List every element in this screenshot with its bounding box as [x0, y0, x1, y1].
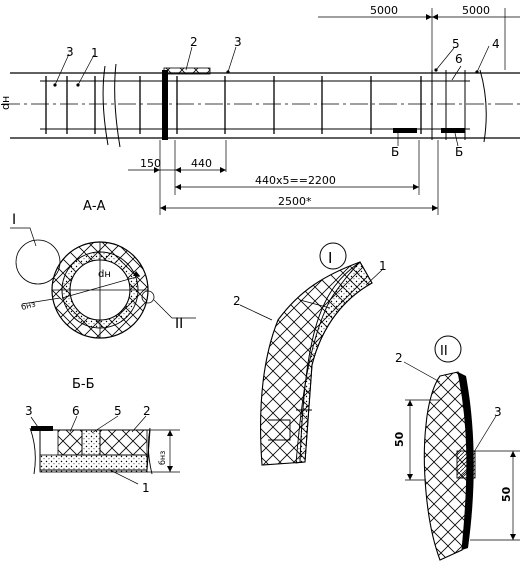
callout-3b: 3	[234, 35, 242, 49]
cut-mark-b2: Б	[455, 145, 463, 159]
callout-5b: 5	[114, 404, 122, 418]
dim-50-left: 50	[393, 431, 406, 447]
detail-I: I 2 1	[233, 242, 387, 466]
callout-3d: 3	[494, 405, 502, 419]
dim-150: 150	[140, 157, 161, 170]
section-bb-title: Б-Б	[72, 377, 95, 392]
callout-2c: 2	[233, 294, 241, 308]
callout-2a: 2	[190, 35, 198, 49]
callout-1a: 1	[91, 46, 99, 60]
callout-5: 5	[452, 37, 460, 51]
dim-5000-left: 5000	[370, 4, 398, 17]
detail-ref-II: II	[175, 316, 183, 332]
section-a-a: А-А I II dн бнз	[10, 199, 196, 339]
detail-ref-I: I	[12, 212, 16, 228]
callout-2b: 2	[143, 404, 151, 418]
callout-6: 6	[455, 52, 463, 66]
callout-1c: 1	[379, 259, 387, 273]
dim-440: 440	[191, 157, 212, 170]
callout-3a: 3	[66, 45, 74, 59]
dim-5000-right: 5000	[462, 4, 490, 17]
dim-50-right: 50	[500, 486, 513, 502]
section-aa-title: А-А	[83, 199, 106, 214]
section-b-b: Б-Б 3 6 5 2 1 бнз	[25, 377, 180, 495]
b-iz-section-label: бнз	[158, 451, 167, 465]
detail-II: II 2 3 50 50	[393, 335, 520, 561]
callout-2d: 2	[395, 351, 403, 365]
callout-6b: 6	[72, 404, 80, 418]
dn-circle-label: dн	[98, 269, 111, 280]
cut-mark-b1: Б	[391, 145, 399, 159]
callout-1b: 1	[142, 481, 150, 495]
pipe-elevation: 3 1 2 3 5 6 4 5000 5000 150 440 440x5==2…	[0, 4, 520, 215]
callout-4: 4	[492, 37, 500, 51]
b-iz-label: бнз	[20, 300, 36, 312]
dim-2500: 2500*	[278, 195, 312, 208]
dn-vertical-label: dн	[0, 96, 12, 110]
detail-II-title: II	[440, 344, 448, 359]
callout-3c: 3	[25, 404, 33, 418]
detail-I-title: I	[328, 249, 332, 267]
dim-440x5: 440x5==2200	[255, 174, 336, 187]
